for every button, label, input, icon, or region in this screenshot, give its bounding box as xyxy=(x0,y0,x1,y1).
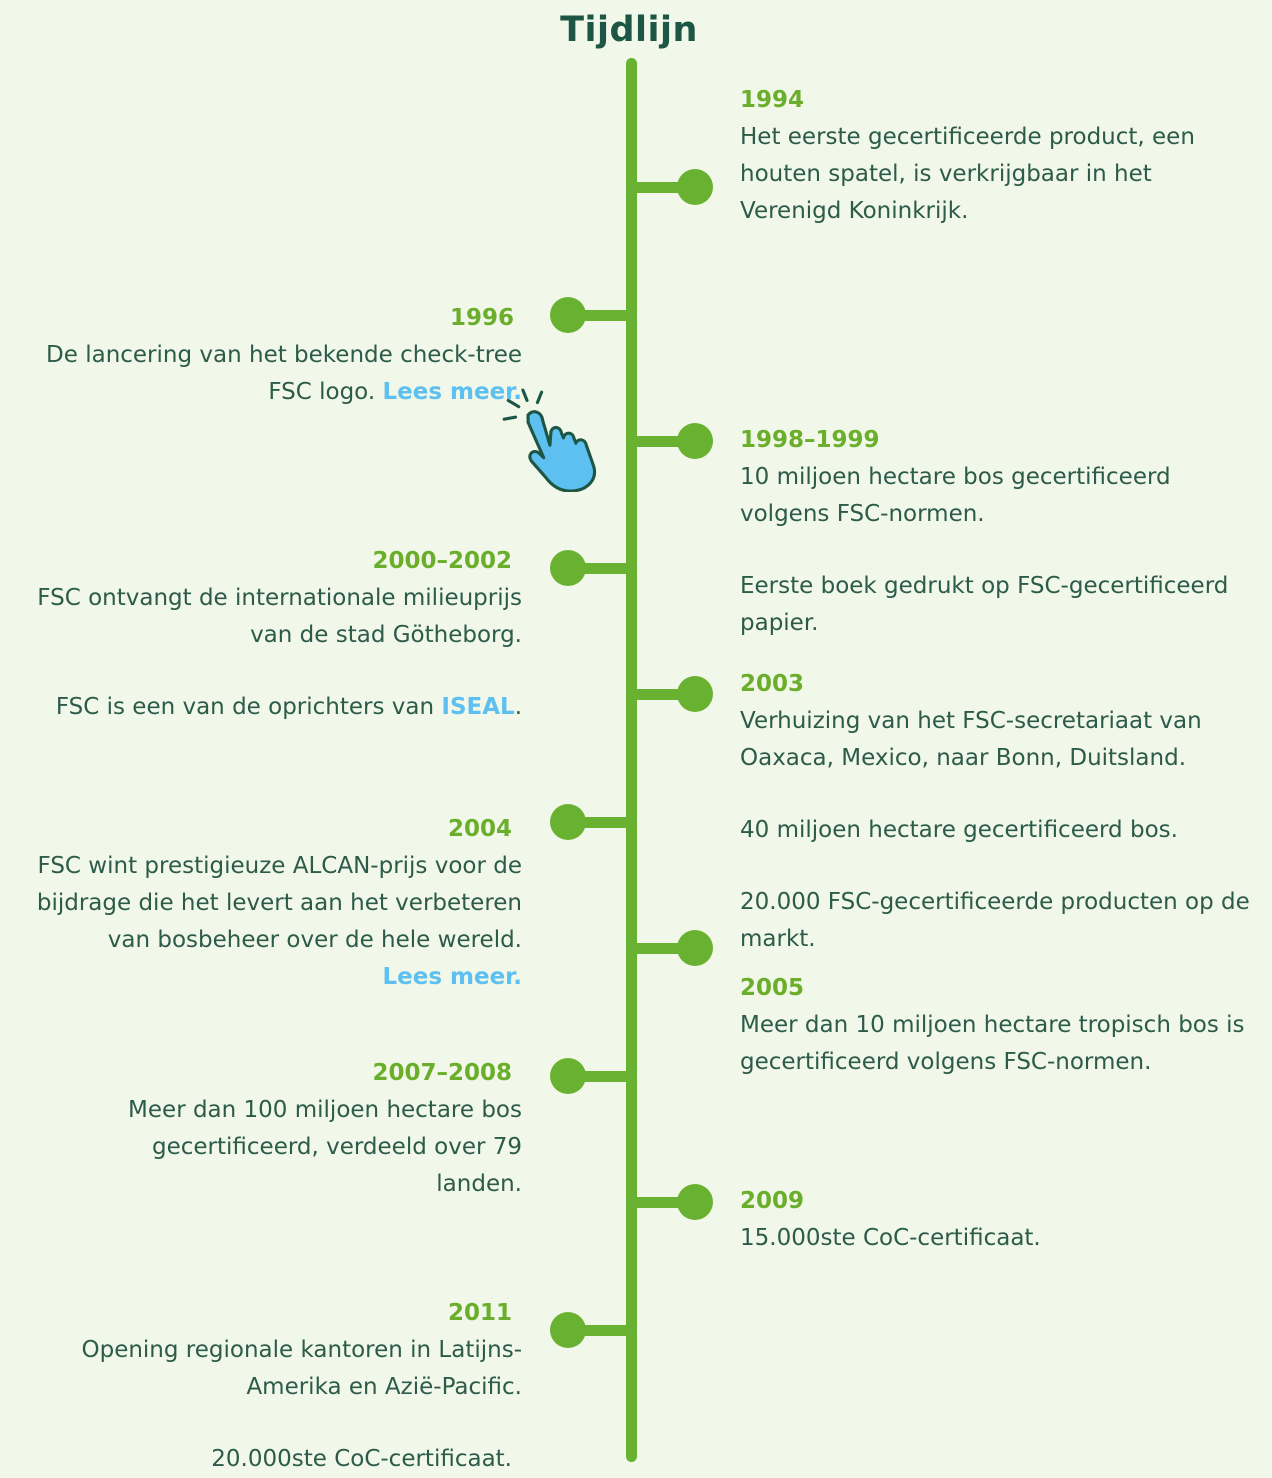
event-text: Het eerste gecertificeerde product, een … xyxy=(740,124,1195,224)
marker-1994 xyxy=(677,169,713,205)
event-year: 2005 xyxy=(740,975,805,1001)
marker-2011 xyxy=(550,1312,586,1348)
event-year: 1994 xyxy=(740,87,805,113)
event-year: 1998–1999 xyxy=(740,427,880,453)
connector-2000 xyxy=(568,563,632,574)
event-text: De lancering van het bekende check-tree … xyxy=(10,337,522,411)
event-text: Opening regionale kantoren in Latijns-Am… xyxy=(81,1337,522,1400)
connector-1994 xyxy=(632,182,696,193)
page-title: Tijdlijn xyxy=(560,10,698,50)
event-2011: 2011 Opening regionale kantoren in Latij… xyxy=(10,1295,522,1478)
connector-2011 xyxy=(568,1325,632,1336)
connector-1996 xyxy=(568,310,632,321)
event-2009: 2009 15.000ste CoC-certificaat. xyxy=(740,1183,1240,1257)
event-text-part: . xyxy=(514,694,522,720)
event-text: Verhuizing van het FSC-secretariaat van … xyxy=(740,708,1202,771)
marker-2005 xyxy=(677,930,713,966)
iseal-link[interactable]: ISEAL xyxy=(441,694,515,720)
timeline-spine xyxy=(626,58,637,1462)
event-2003: 2003 Verhuizing van het FSC-secretariaat… xyxy=(740,666,1250,958)
hand-pointer-icon xyxy=(502,388,597,492)
event-1998-1999: 1998–1999 10 miljoen hectare bos gecerti… xyxy=(740,422,1265,642)
connector-1998 xyxy=(632,436,696,447)
event-year: 2000–2002 xyxy=(372,548,512,574)
connector-2007 xyxy=(568,1071,632,1082)
connector-2003 xyxy=(632,689,696,700)
event-text-2: FSC is een van de oprichters van ISEAL. xyxy=(10,689,522,726)
event-text: Meer dan 10 miljoen hectare tropisch bos… xyxy=(740,1012,1245,1075)
event-text-2: 20.000ste CoC-certificaat. xyxy=(211,1446,512,1472)
event-text: FSC ontvangt de internationale milieupri… xyxy=(37,585,522,648)
event-text-2: 40 miljoen hectare gecertificeerd bos. xyxy=(740,817,1178,843)
marker-1996 xyxy=(550,297,586,333)
event-text-part: De lancering van het bekende check-tree … xyxy=(46,342,522,405)
event-text: 10 miljoen hectare bos gecertificeerd vo… xyxy=(740,464,1171,527)
event-year: 2009 xyxy=(740,1188,805,1214)
event-1996: 1996 De lancering van het bekende check-… xyxy=(10,300,522,411)
event-2000-2002: 2000–2002 FSC ontvangt de internationale… xyxy=(10,543,522,726)
event-2005: 2005 Meer dan 10 miljoen hectare tropisc… xyxy=(740,970,1266,1081)
read-more-link[interactable]: Lees meer. xyxy=(382,379,522,405)
marker-2007 xyxy=(550,1058,586,1094)
event-text: 15.000ste CoC-certificaat. xyxy=(740,1225,1041,1251)
event-text-3: 20.000 FSC-gecertificeerde producten op … xyxy=(740,889,1250,952)
connector-2009 xyxy=(632,1197,696,1208)
event-year: 1996 xyxy=(449,305,514,331)
marker-2009 xyxy=(677,1184,713,1220)
event-text-2: Eerste boek gedrukt op FSC-gecertificeer… xyxy=(740,573,1229,636)
event-year: 2004 xyxy=(447,816,512,842)
event-text: FSC wint prestigieuze ALCAN-prijs voor d… xyxy=(36,853,522,953)
event-1994: 1994 Het eerste gecertificeerde product,… xyxy=(740,82,1240,230)
event-2007-2008: 2007–2008 Meer dan 100 miljoen hectare b… xyxy=(10,1055,522,1203)
marker-2003 xyxy=(677,676,713,712)
marker-1998 xyxy=(677,423,713,459)
marker-2004 xyxy=(550,804,586,840)
event-year: 2003 xyxy=(740,671,805,697)
read-more-link[interactable]: Lees meer. xyxy=(382,964,522,990)
connector-2004 xyxy=(568,817,632,828)
event-year: 2007–2008 xyxy=(372,1060,512,1086)
event-year: 2011 xyxy=(447,1300,512,1326)
event-text-part: FSC is een van de oprichters van xyxy=(55,694,435,720)
marker-2000 xyxy=(550,550,586,586)
connector-2005 xyxy=(632,943,696,954)
event-2004: 2004 FSC wint prestigieuze ALCAN-prijs v… xyxy=(6,811,522,996)
event-text: Meer dan 100 miljoen hectare bos gecerti… xyxy=(128,1097,522,1197)
